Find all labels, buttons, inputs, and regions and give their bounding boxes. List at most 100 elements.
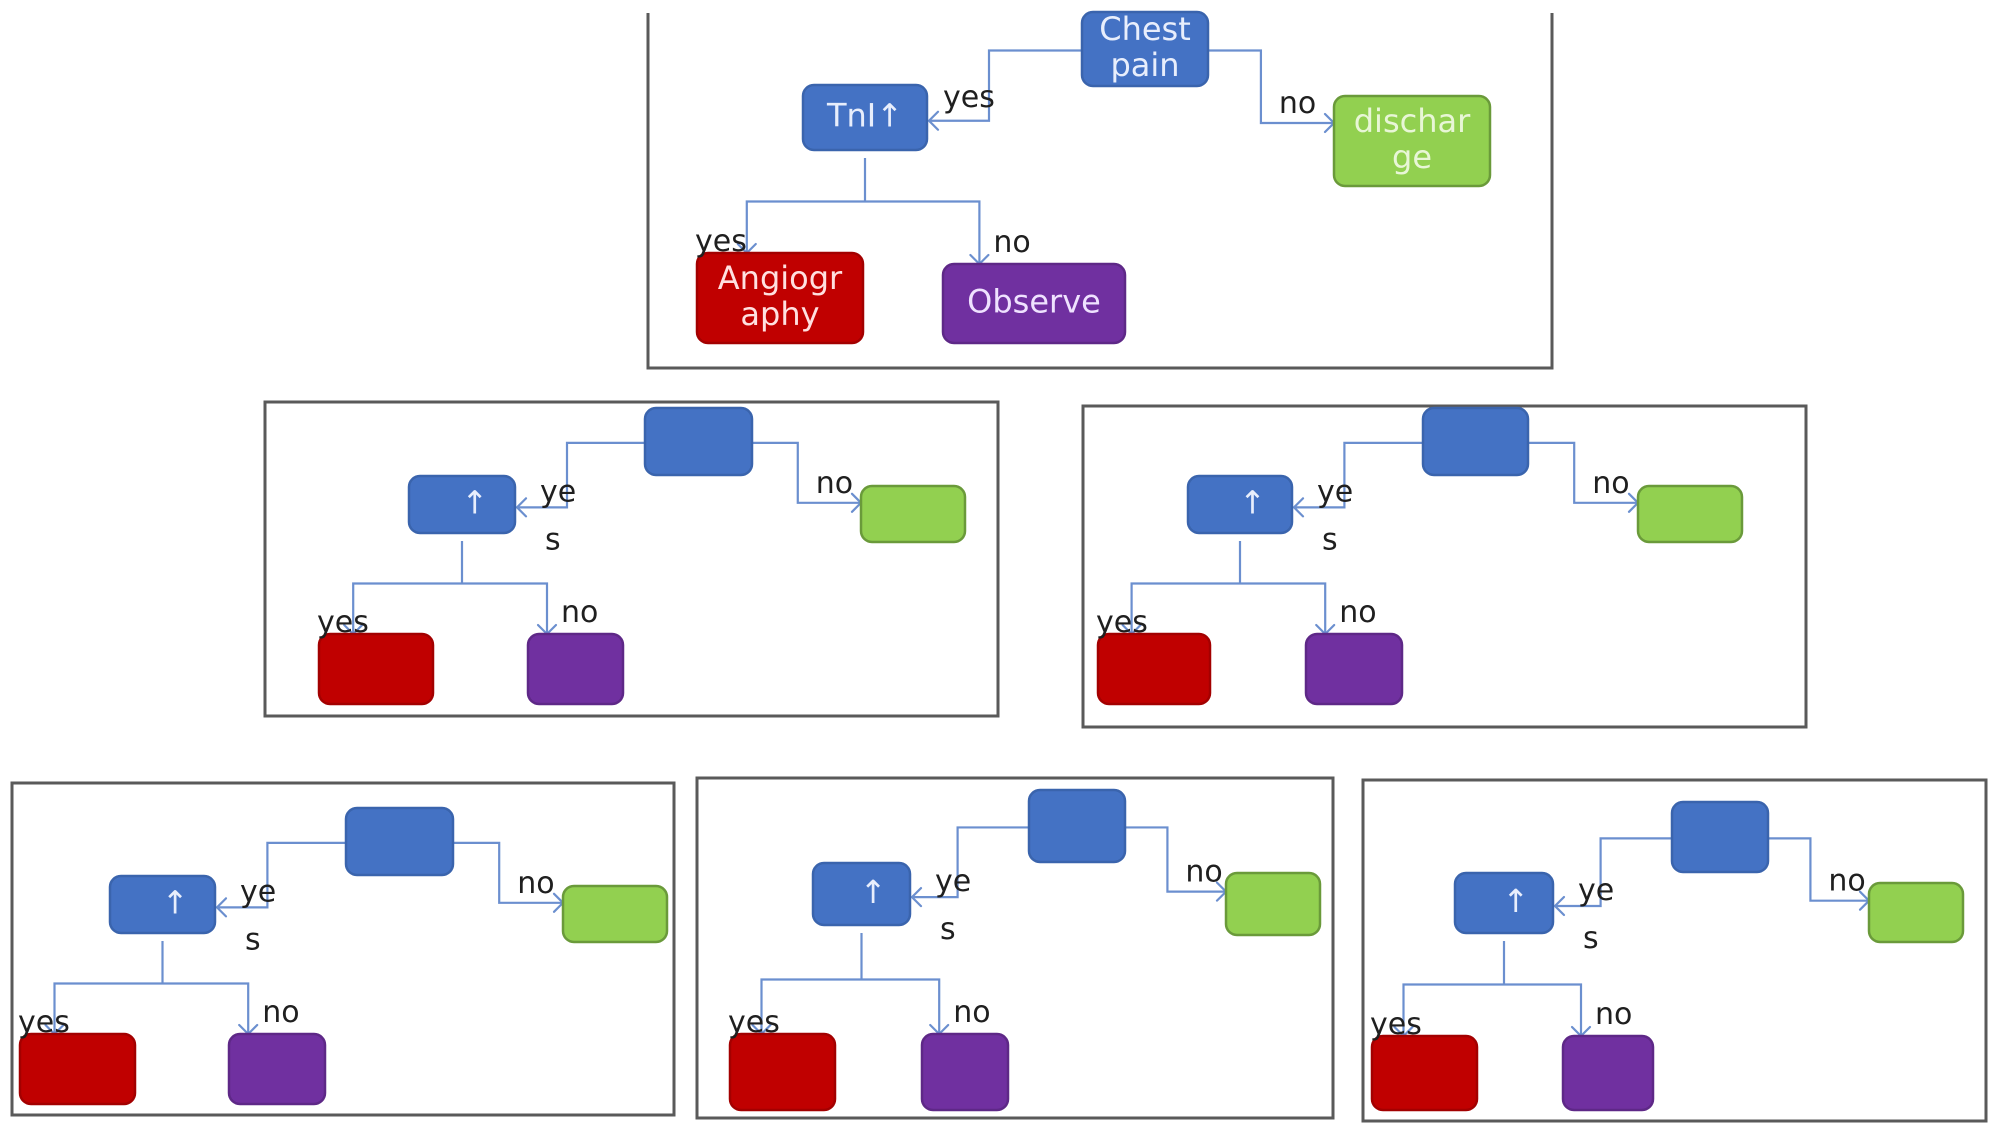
no-connector [1125,826,1226,893]
negative-no-label: no [262,995,299,1030]
discharge-node-box [1867,881,1965,944]
chest-pain-node-box [643,406,754,477]
chest-pain-node-label: pain [1110,46,1179,84]
no-label: no [1592,466,1629,501]
discharge-node-box [859,484,967,544]
angiography-node [317,632,435,706]
yes-label-part-1: ye [540,474,576,509]
up-arrow-icon: ↑ [162,884,189,922]
positive-yes-label: yes [18,1005,70,1040]
positive-yes-label: yes [695,224,747,259]
no-connector [1208,49,1334,125]
observe-node [227,1032,327,1106]
outcome-split-connector [745,200,981,264]
up-arrow-icon: ↑ [461,484,488,522]
yes-connector [517,441,645,509]
yes-label-part-1: ye [1317,474,1353,509]
arrow-head-icon [910,887,923,908]
arrow-head-icon [1292,497,1305,518]
angiography-node-box [1096,632,1212,706]
no-connector [453,841,563,904]
angiography-node-box [728,1032,837,1112]
discharge-node [1224,871,1322,937]
outcome-split-connector [1130,582,1327,634]
troponin-node: ↑ [1186,474,1294,535]
observe-node-box [227,1032,327,1106]
arrow-head-icon [927,110,940,131]
troponin-node: ↑ [1453,871,1555,935]
discharge-node [1867,881,1965,944]
chest-pain-node [1670,800,1770,874]
yes-label-part-2: s [1322,522,1338,557]
angiography-node-label: aphy [740,295,819,333]
positive-yes-label: yes [728,1005,780,1040]
chest-pain-node-box [1080,10,1210,88]
no-connector [1528,441,1638,504]
troponin-node-box [801,83,929,152]
discharge-node [859,484,967,544]
up-arrow-icon: ↑ [1502,882,1529,920]
observe-node-label: Observe [967,283,1101,321]
angiography-node-box [1370,1034,1479,1112]
observe-node [1304,632,1404,706]
observe-node [526,632,625,706]
panel-frame [263,400,1000,718]
no-label: no [1828,864,1865,899]
troponin-node: TnI↑ [801,83,929,152]
angiography-node [728,1032,837,1112]
chest-pain-node-label: Chest [1099,10,1191,48]
observe-node-box [526,632,625,706]
troponin-node: ↑ [407,474,517,535]
angiography-node-box [695,251,865,345]
yes-label-part-2: s [1583,921,1599,956]
troponin-node: ↑ [108,874,217,935]
up-arrow-icon: ↑ [860,873,887,911]
negative-no-label: no [561,595,598,630]
observe-node-box [941,262,1127,345]
yes-label-part-2: s [545,522,561,557]
observe-node-box [920,1032,1010,1112]
chest-pain-node [643,406,754,477]
chest-pain-node-box [1421,406,1530,477]
positive-yes-label: yes [317,605,369,640]
yes-connector [1555,837,1672,908]
observe-node-box [1304,632,1404,706]
discharge-node-box [1224,871,1322,937]
yes-label-part-1: ye [1578,873,1614,908]
chest-pain-node [1027,788,1127,864]
troponin-node-box [108,874,217,935]
yes-label-part-1: ye [240,874,276,909]
angiography-node [18,1032,137,1106]
troponin-node: ↑ [811,861,912,927]
yes-connector [217,841,346,909]
troponin-node-box [1186,474,1294,535]
angiography-node-box [317,632,435,706]
negative-no-label: no [1595,997,1632,1032]
outcome-split-connector [760,978,941,1034]
chest-pain-node-box [1027,788,1127,864]
arrow-head-icon [1553,895,1566,917]
panel-frame [10,781,676,1117]
troponin-node-box [407,474,517,535]
discharge-node [1636,484,1744,544]
yes-connector [912,826,1029,899]
panel-frame [1361,778,1988,1123]
angiography-node [1096,632,1212,706]
no-label: no [1185,855,1222,890]
discharge-node-box [1636,484,1744,544]
yes-label-part-2: s [245,922,261,957]
observe-node-box [1561,1034,1655,1112]
negative-no-label: no [993,225,1030,260]
observe-node [1561,1034,1655,1112]
no-connector [1768,837,1869,902]
up-arrow-icon: ↑ [1239,484,1266,522]
yes-label: yes [943,80,995,115]
chest-pain-node [1421,406,1530,477]
no-label: no [1279,86,1316,121]
